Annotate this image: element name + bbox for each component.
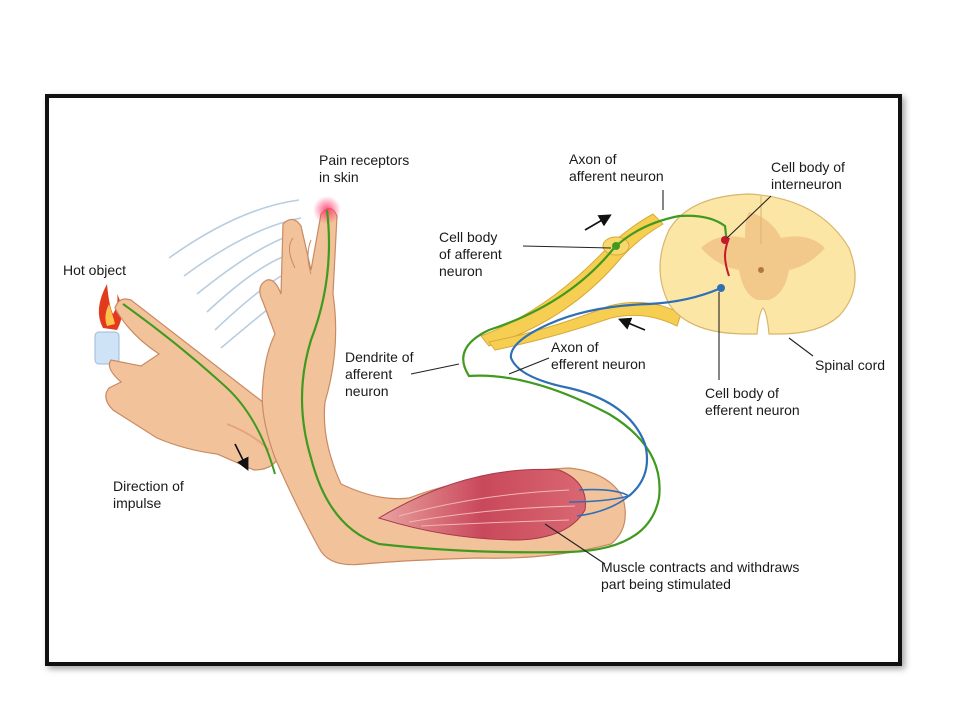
impulse-arrows	[234, 214, 646, 471]
interneuron-path	[723, 237, 730, 277]
afferent-neuron-path	[300, 209, 729, 554]
afferent-cell-body	[612, 242, 620, 250]
efferent-cell-body	[717, 284, 725, 292]
label-hot-object: Hot object	[63, 262, 126, 278]
afferent-dendrite-branch	[122, 303, 276, 475]
withdrawn-arm	[105, 298, 283, 471]
motion-lines	[168, 199, 302, 349]
label-spinal-cord: Spinal cord	[815, 357, 885, 373]
muscle	[377, 468, 586, 541]
spinal-cord	[659, 193, 856, 335]
leader-lines	[410, 190, 814, 565]
efferent-neuron-path	[509, 286, 722, 497]
candle-icon	[94, 284, 122, 365]
efferent-terminals	[568, 488, 630, 517]
